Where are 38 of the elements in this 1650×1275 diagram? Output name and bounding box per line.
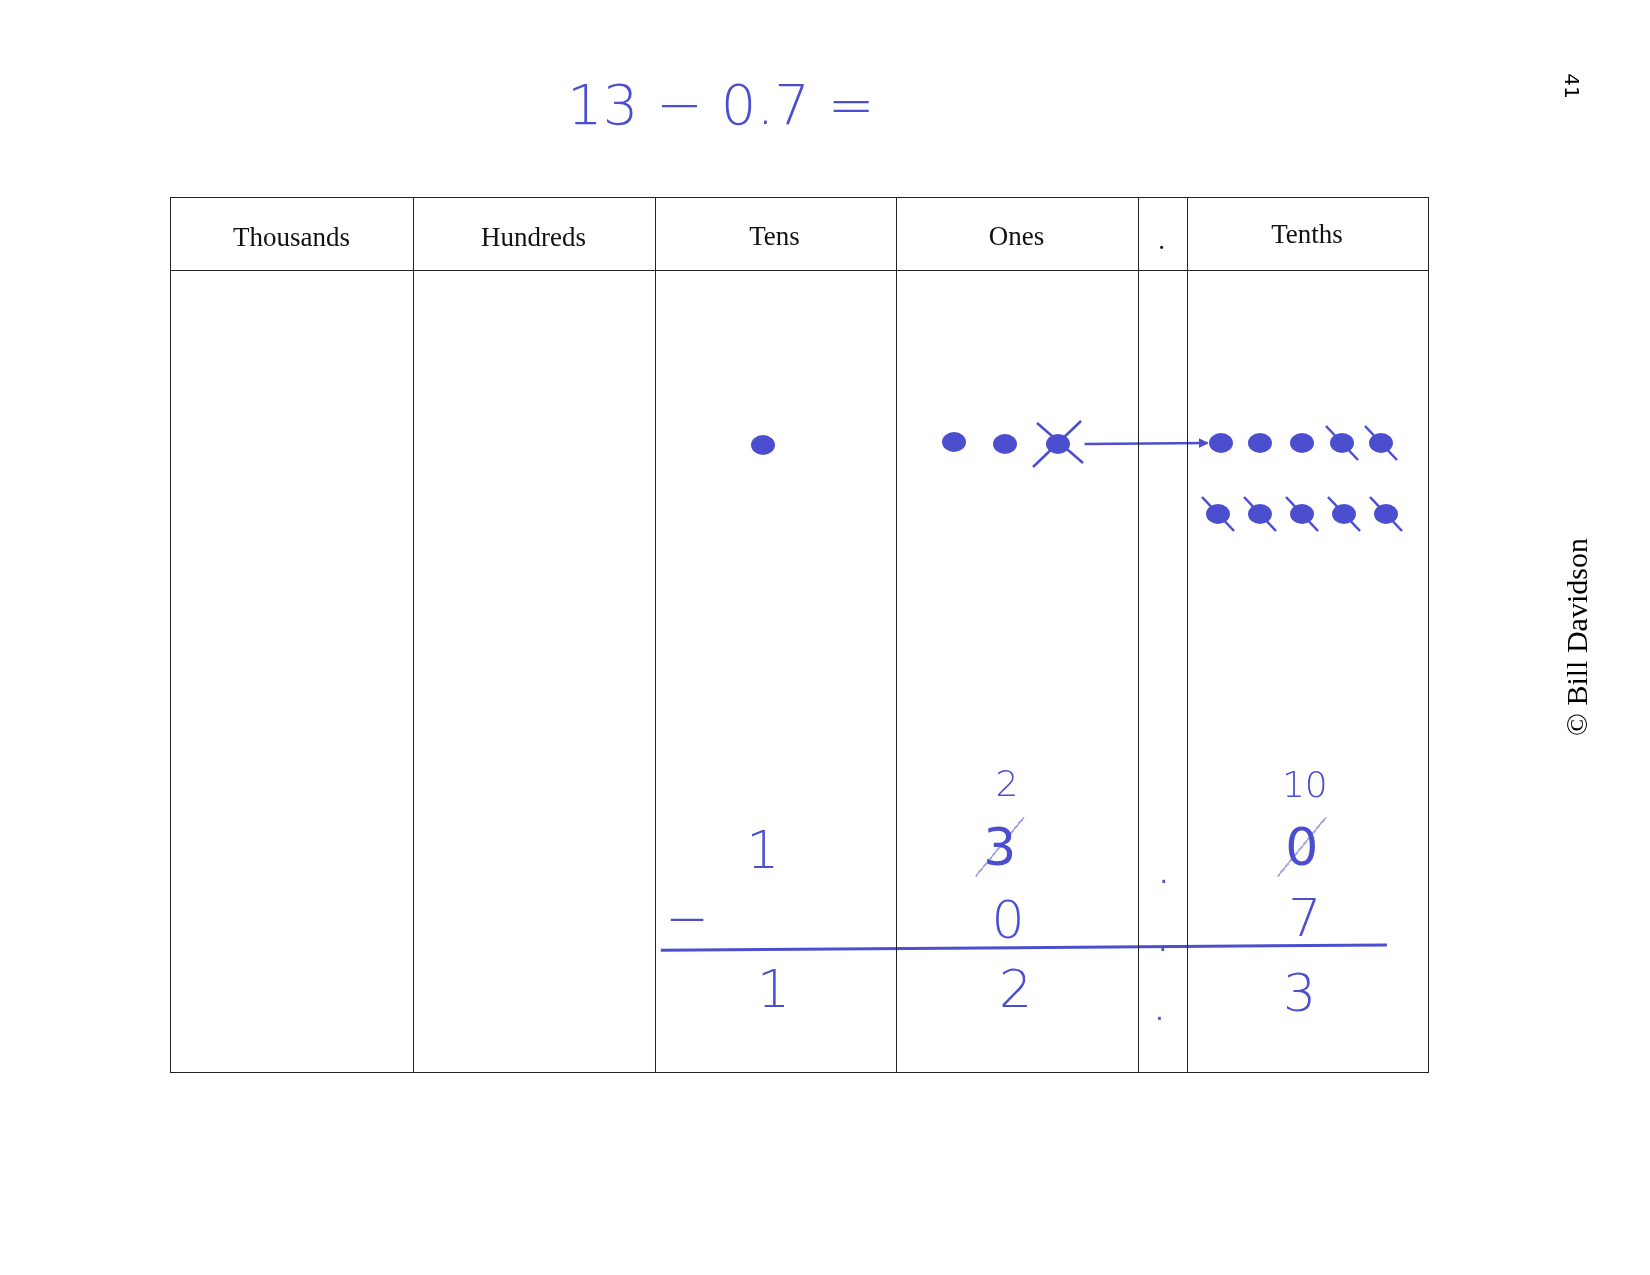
crossed-out-dot (1367, 494, 1404, 533)
crossed-out-dot (1362, 424, 1399, 462)
column-header: Thousands (233, 223, 350, 251)
minus-sign: − (665, 891, 709, 944)
digit: 1 (746, 824, 780, 877)
arrow (1084, 438, 1209, 449)
decimal-point-header: . (1158, 226, 1166, 254)
crossed-out-dot (1323, 424, 1360, 462)
digit: 7 (1288, 891, 1322, 944)
counter-dot (749, 434, 776, 457)
crossed-out-digit: 0 (1277, 817, 1327, 878)
regrouped-digit: 10 (1281, 767, 1328, 803)
crossed-out-dot (1283, 494, 1320, 533)
column-header: Tenths (1271, 220, 1343, 248)
counter-dot (1207, 432, 1234, 454)
digit: 1 (756, 963, 790, 1016)
column-header: Hundreds (481, 223, 586, 251)
digit: 2 (998, 963, 1032, 1016)
digit: 3 (1283, 967, 1317, 1020)
decimal-point: . (1151, 975, 1168, 1028)
counter-dot (941, 430, 968, 453)
decimal-point: . (1155, 839, 1173, 891)
regrouped-digit: 2 (995, 765, 1019, 802)
digit: 0 (991, 893, 1025, 946)
crossed-out-dot (1325, 494, 1362, 533)
crossed-out-dot (1199, 494, 1236, 533)
equation-title: 13 − 0.7 = (567, 77, 875, 134)
crossed-out-digit: 3 (975, 817, 1025, 878)
column-header: Ones (988, 222, 1045, 250)
column-header: Tens (749, 222, 800, 250)
copyright-note: © Bill Davidson (1562, 537, 1593, 736)
decimal-point: . (1154, 907, 1172, 960)
counter-dot (1246, 432, 1273, 454)
counter-dot (991, 433, 1018, 456)
crossed-out-dot (1241, 494, 1278, 533)
crossed-out-dot (1030, 419, 1085, 470)
page-number: 41 (1562, 73, 1583, 99)
counter-dot (1288, 432, 1315, 454)
